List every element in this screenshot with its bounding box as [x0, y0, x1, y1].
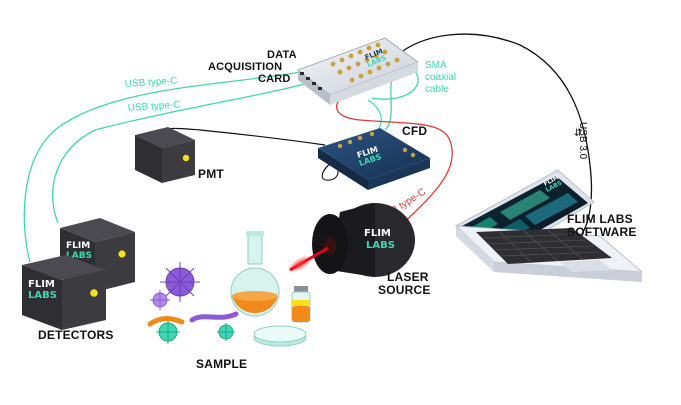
data-acquisition-card: FLIM LABS: [297, 37, 419, 105]
label-sample: SAMPLE: [196, 357, 247, 371]
detector-front-indicator-icon: [90, 289, 98, 297]
cable-label-sma-3: cable: [425, 84, 449, 95]
bacteria-orange-icon: [147, 316, 185, 327]
cable-usb-lower: [52, 81, 313, 224]
cable-label-usb-upper: USB type-C: [124, 75, 177, 90]
svg-text:LABS: LABS: [28, 290, 57, 301]
cable-usb-upper: [23, 71, 301, 263]
label-pmt: PMT: [198, 167, 224, 181]
laptop-keyboard: [476, 228, 612, 264]
flask-icon: [230, 231, 280, 317]
laser-beam: [287, 246, 329, 273]
bacteria-purple-icon: [189, 311, 239, 323]
svg-text:LABS: LABS: [66, 251, 92, 261]
svg-text:FLIM: FLIM: [364, 228, 391, 239]
cable-label-usb-lower: USB type-C: [127, 99, 180, 114]
virus-small-icon: [150, 290, 170, 310]
sample-illustration: [147, 231, 311, 347]
laptop-touchpad: [560, 260, 612, 272]
svg-text:LABS: LABS: [366, 240, 395, 251]
detector-front: FLIM LABS: [22, 255, 106, 330]
label-software-1: FLIM LABS: [567, 212, 633, 226]
laptop: FLIM LABS: [454, 169, 644, 282]
label-daq-2: ACQUISITION: [208, 61, 282, 73]
vial-icon: [291, 286, 311, 323]
label-detectors: DETECTORS: [38, 328, 114, 342]
cable-label-usb3: USB 3.0: [577, 122, 588, 160]
label-laser-1: LASER: [387, 270, 429, 284]
virus-large-icon: [160, 262, 200, 302]
pmt-device: [135, 127, 195, 183]
laser-logo: FLIM LABS: [364, 228, 395, 251]
label-laser-2: SOURCE: [378, 283, 431, 297]
cfd-device: FLIM LABS: [318, 128, 430, 190]
laser-source: FLIM LABS: [312, 203, 415, 277]
cfd-logo: FLIM LABS: [356, 145, 383, 168]
label-daq-3: CARD: [258, 73, 291, 85]
cable-label-sma-1: SMA: [425, 60, 447, 71]
usb-symbol-icon: ⇆: [572, 128, 583, 136]
pmt-indicator-icon: [182, 154, 190, 162]
detector-back-indicator-icon: [118, 250, 126, 258]
svg-text:FLIM: FLIM: [28, 279, 55, 290]
svg-text:FLIM: FLIM: [66, 241, 90, 251]
usb3-label-group: USB 3.0: [577, 122, 588, 160]
label-daq-1: DATA: [267, 49, 297, 61]
label-software-2: SOFTWARE: [567, 225, 637, 239]
cable-laser-red: [335, 94, 453, 233]
virus-teal-icon: [156, 320, 235, 344]
cable-label-sma-2: coaxial: [425, 72, 456, 83]
petri-dish-icon: [253, 325, 307, 347]
label-cfd: CFD: [402, 124, 427, 138]
